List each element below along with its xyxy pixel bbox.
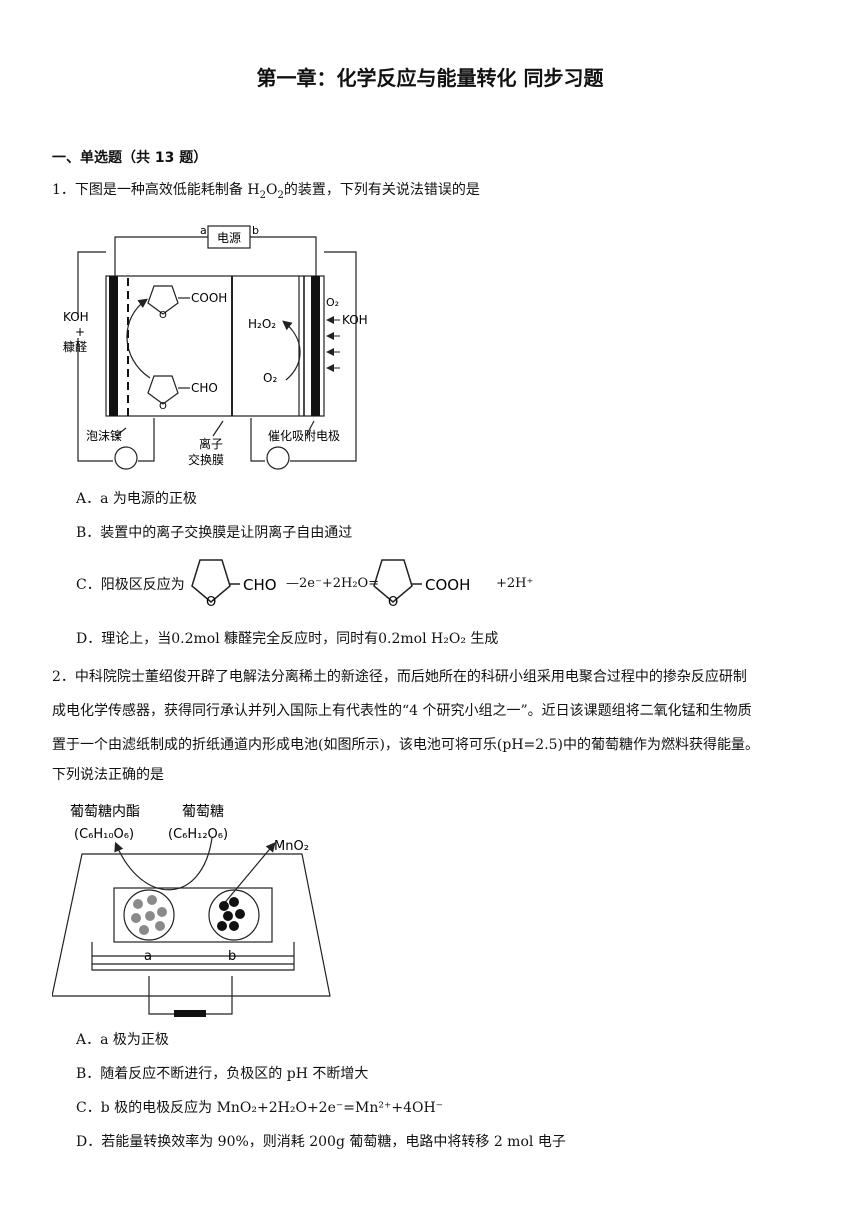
electrode-a-label: a — [144, 949, 152, 964]
o2-label: O₂ — [263, 371, 277, 385]
h2o2-formula: H2O2 — [247, 182, 284, 201]
q2-line-4: 下列说法正确的是 — [52, 767, 164, 783]
section-heading: 一、单选题（共 13 题） — [52, 150, 208, 166]
question-2-stem: 2．中科院院士董绍俊开辟了电解法分离稀土的新途径，而后她所在的科研小组采用电聚合… — [52, 660, 812, 788]
furfural-cho: CHO — [243, 576, 277, 594]
furan-o-bottom: O — [159, 401, 167, 412]
question-1-stem-a: 下图是一种高效低能耗制备 — [74, 182, 243, 198]
q1-option-c-suffix: +2H⁺ — [496, 576, 534, 591]
q2-option-c: C．b 极的电极反应为 MnO₂+2H₂O+2e⁻=Mn²⁺+4OH⁻ — [76, 1100, 444, 1116]
cooh-label: COOH — [191, 291, 227, 305]
left-feed-plus: + — [75, 325, 85, 339]
q2-line-2: 成电化学传感器，获得同行承认并列入国际上有代表性的“4 个研究小组之一”。近日该… — [52, 703, 752, 719]
question-1-stem: 1．下图是一种高效低能耗制备 H2O2的装置，下列有关说法错误的是 — [52, 180, 480, 206]
q2-line-1: 2．中科院院士董绍俊开辟了电解法分离稀土的新途径，而后她所在的科研小组采用电聚合… — [52, 669, 747, 685]
q1-option-a: A．a 为电源的正极 — [76, 491, 197, 507]
furoic-acid-structure: O COOH — [373, 559, 470, 608]
q1-option-d: D．理论上，当0.2mol 糠醛完全反应时，同时有0.2mol H₂O₂ 生成 — [76, 631, 499, 647]
left-feed-furfural: 糠醛 — [63, 339, 87, 354]
foam-nickel-label: 泡沫镍 — [86, 429, 122, 443]
membrane-label-1: 离子 — [199, 436, 223, 451]
lactone-label: 葡萄糖内酯 — [70, 804, 140, 820]
lactone-formula: (C₆H₁₀O₆) — [74, 827, 134, 842]
paper-battery-diagram: 葡萄糖内酯 (C₆H₁₀O₆) 葡萄糖 (C₆H₁₂O₆) MnO₂ a b — [52, 804, 331, 1017]
question-1-stem-b: 的装置，下列有关说法错误的是 — [283, 182, 480, 198]
cho-label: CHO — [191, 381, 218, 395]
o2-feed-label: O₂ — [326, 296, 339, 309]
q1-option-c-middle: —2e⁻+2H₂O= — [286, 576, 380, 591]
h2o2-label: H₂O₂ — [248, 317, 276, 331]
koh-right-label: KOH — [342, 313, 368, 327]
membrane-label-2: 交换膜 — [188, 452, 224, 467]
q1-option-b: B．装置中的离子交换膜是让阴离子自由通过 — [76, 525, 353, 541]
q2-line-3: 置于一个由滤纸制成的折纸通道内形成电池(如图所示)，该电池可将可乐(pH=2.5… — [52, 737, 760, 753]
glucose-label: 葡萄糖 — [182, 804, 224, 820]
furfural-o: O — [206, 595, 216, 608]
page-title: 第一章：化学反应与能量转化 同步习题 — [256, 66, 604, 90]
furfural-structure: O CHO — [191, 559, 277, 608]
furoic-o: O — [388, 595, 398, 608]
q2-option-d: D．若能量转换效率为 90%，则消耗 200g 葡萄糖，电路中将转移 2 mol… — [76, 1134, 566, 1150]
glucose-formula: (C₆H₁₂O₆) — [168, 827, 228, 842]
furoic-cooh: COOH — [425, 576, 470, 594]
left-feed-koh: KOH — [63, 310, 89, 324]
furan-o-top: O — [159, 310, 167, 321]
terminal-b-label: b — [252, 224, 259, 237]
power-source-label: 电源 — [217, 231, 241, 245]
q1-option-c-prefix: C．阳极区反应为 — [76, 577, 185, 593]
q2-option-a: A．a 极为正极 — [76, 1032, 169, 1048]
electrode-b-label: b — [228, 949, 236, 964]
mno2-label: MnO₂ — [274, 839, 309, 854]
catalytic-electrode-label: 催化吸附电极 — [268, 429, 340, 443]
electrolysis-diagram: 电源 a b KOH + 糠醛 COOH CHO O O H₂O₂ O₂ O₂ … — [63, 224, 368, 470]
q1-option-c: C．阳极区反应为 O CHO —2e⁻+2H₂O= O COOH +2H⁺ — [76, 548, 676, 608]
question-number: 1． — [52, 182, 75, 198]
terminal-a-label: a — [200, 224, 207, 237]
q2-option-b: B．随着反应不断进行，负极区的 pH 不断增大 — [76, 1066, 369, 1082]
